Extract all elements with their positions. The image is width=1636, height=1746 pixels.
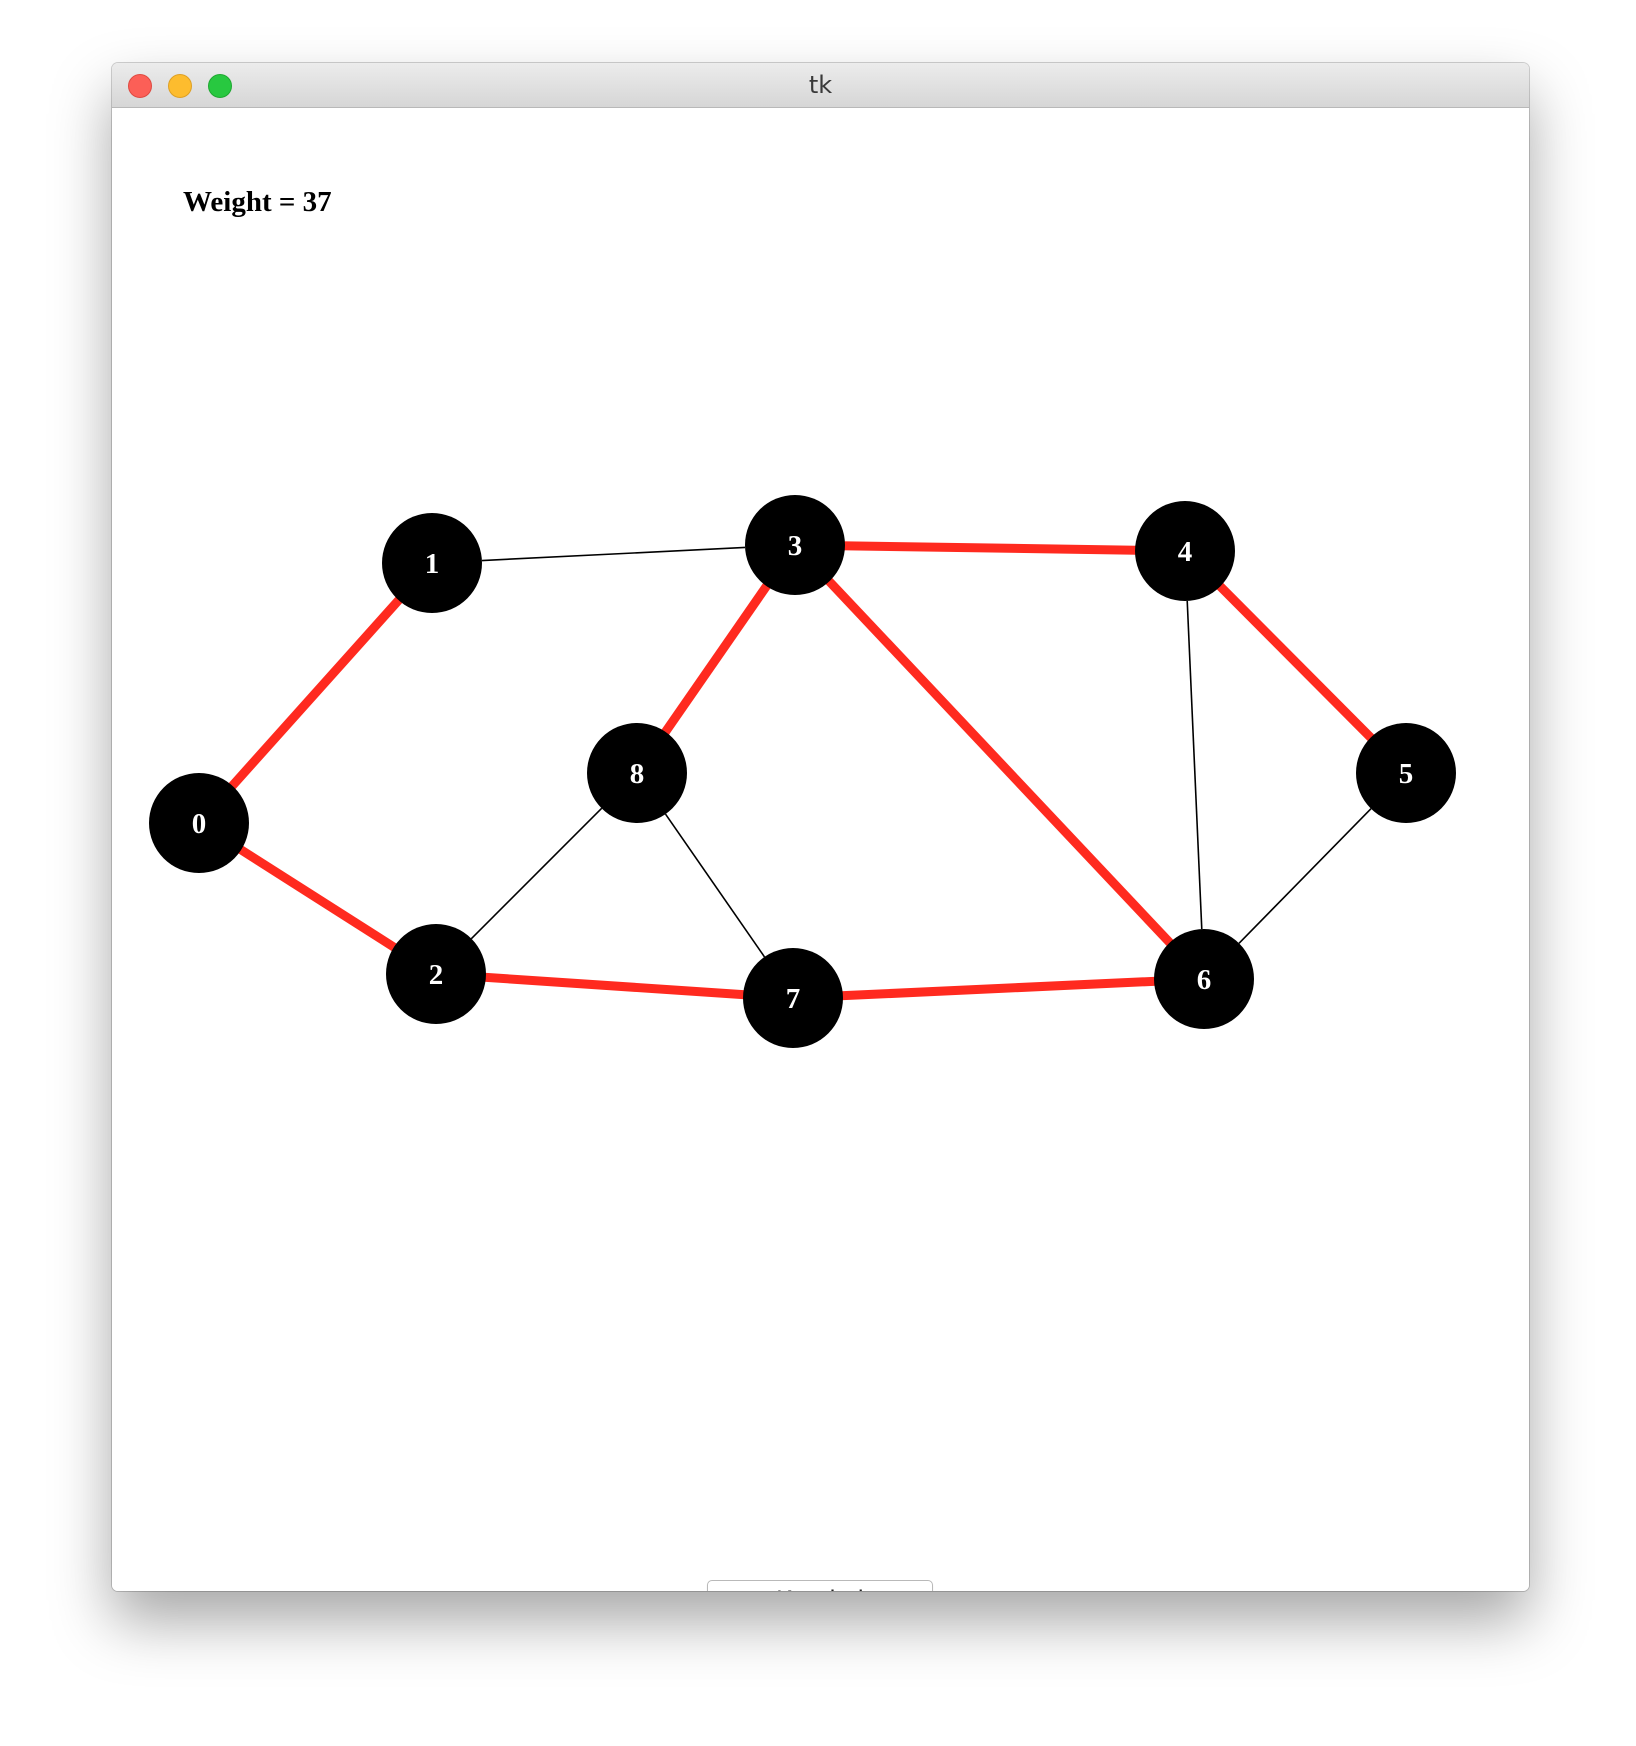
node-circle[interactable] [1154,929,1254,1029]
kruskal-button[interactable]: Kruskal [707,1580,933,1591]
window-title: tk [808,71,833,99]
node-label: 3 [788,530,803,562]
title-bar[interactable]: tk [112,63,1529,108]
node-label: 8 [630,758,645,790]
edge-4-5 [1207,574,1384,750]
node-label: 6 [1197,964,1212,996]
node-circle[interactable] [1356,723,1456,823]
node-1[interactable]: 1 [382,513,482,613]
app-window: tk Weight = 37 0 1 2 3 4 5 6 7 8 Kruskal [112,63,1529,1591]
node-circle[interactable] [386,924,486,1024]
node-circle[interactable] [149,773,249,873]
graph-canvas[interactable]: Weight = 37 0 1 2 3 4 5 6 7 8 Kruskal [112,108,1529,1591]
weight-label: Weight = 37 [183,186,332,218]
edges-layer [220,541,1384,1001]
edge-5-6 [1238,808,1372,944]
edge-3-6 [817,568,1182,956]
node-circle[interactable] [743,948,843,1048]
node-label: 2 [429,959,444,991]
node-circle[interactable] [1135,501,1235,601]
node-6[interactable]: 6 [1154,929,1254,1029]
edge-0-2 [227,839,408,958]
node-circle[interactable] [382,513,482,613]
node-2[interactable]: 2 [386,924,486,1024]
edge-3-4 [831,541,1149,555]
edge-4-6 [1186,600,1203,930]
node-label: 5 [1399,758,1414,790]
edge-1-3 [481,546,746,562]
node-circle[interactable] [587,723,687,823]
edge-3-8 [654,572,778,746]
close-window-button[interactable] [128,74,152,98]
node-label: 7 [786,983,801,1015]
node-label: 1 [425,548,440,580]
edge-0-1 [220,587,411,799]
node-0[interactable]: 0 [149,773,249,873]
nodes-layer: 0 1 2 3 4 5 6 7 8 [149,495,1456,1048]
edge-8-7 [664,813,766,958]
minimize-window-button[interactable] [168,74,192,98]
edge-7-6 [829,976,1168,1001]
zoom-window-button[interactable] [208,74,232,98]
node-label: 4 [1178,536,1193,568]
node-circle[interactable] [745,495,845,595]
node-8[interactable]: 8 [587,723,687,823]
node-3[interactable]: 3 [745,495,845,595]
node-5[interactable]: 5 [1356,723,1456,823]
edge-2-8 [470,807,603,940]
node-label: 0 [192,808,207,840]
node-4[interactable]: 4 [1135,501,1235,601]
graph-drawing: Weight = 37 0 1 2 3 4 5 6 7 8 [149,186,1456,1048]
edge-2-7 [472,971,757,1001]
node-7[interactable]: 7 [743,948,843,1048]
